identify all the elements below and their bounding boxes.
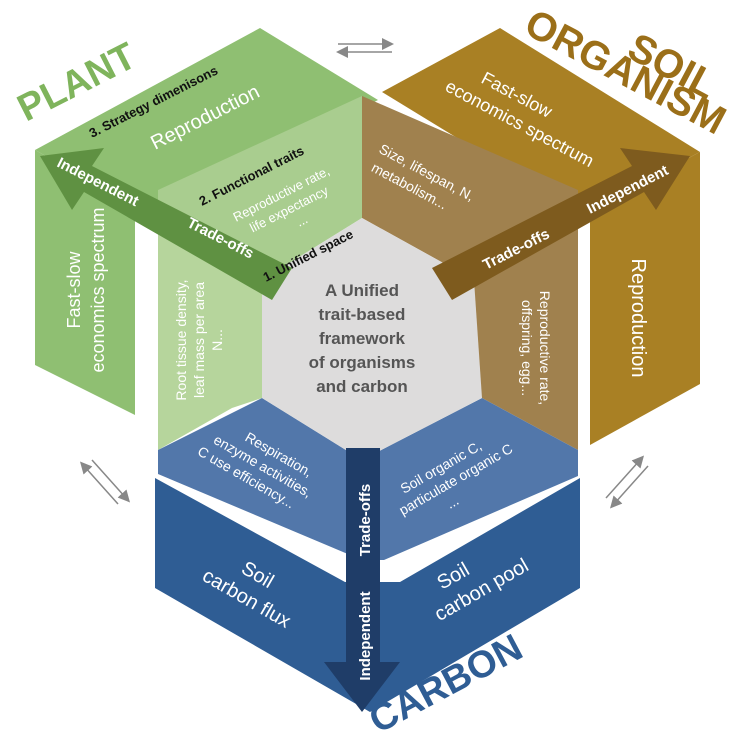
carbon-axis-arrow — [324, 448, 400, 712]
unified-space-hexagon — [262, 218, 482, 460]
svg-text:trait-based: trait-based — [319, 305, 406, 324]
carbon-axis-independent: Independent — [357, 591, 374, 680]
carbon-axis-tradeoffs: Trade-offs — [357, 484, 374, 557]
svg-text:A Unified: A Unified — [325, 281, 399, 300]
carbon-mid-right-face — [362, 398, 578, 560]
svg-text:of organisms: of organisms — [309, 353, 416, 372]
svg-text:Root tissue density,: Root tissue density, — [173, 279, 189, 400]
plant-axis-arrow — [40, 148, 292, 300]
double-arrow-icon — [336, 38, 394, 58]
svg-text:Fast-slow: Fast-slow — [64, 250, 84, 328]
svg-text:economics spectrum: economics spectrum — [88, 207, 108, 372]
plant-trait-side: Root tissue density, leaf mass per area … — [173, 279, 225, 400]
svg-text:offspring, egg...: offspring, egg... — [519, 300, 535, 396]
double-arrow-icon — [605, 455, 649, 509]
svg-text:Reproductive rate,: Reproductive rate, — [537, 291, 553, 405]
svg-text:framework: framework — [319, 329, 406, 348]
soil-axis-arrow — [432, 148, 690, 300]
plant-outer-left-face — [35, 150, 135, 415]
double-arrow-icon — [79, 459, 131, 505]
svg-text:and carbon: and carbon — [316, 377, 408, 396]
soil-reproduction: Reproduction — [627, 259, 649, 378]
svg-text:leaf mass per area: leaf mass per area — [191, 282, 207, 398]
plant-fast-slow: Fast-slow economics spectrum — [64, 207, 108, 372]
framework-title: A Unified trait-based framework of organ… — [309, 281, 416, 396]
svg-text:N...: N... — [209, 329, 225, 351]
soil-mid-right-face — [474, 222, 578, 450]
carbon-mid-left-face — [158, 398, 362, 560]
soil-outer-right-face — [590, 152, 700, 445]
soil-outer-top-face — [382, 28, 700, 210]
soil-trait-side: Reproductive rate, offspring, egg... — [519, 291, 553, 405]
plant-outer-top-face — [35, 28, 378, 214]
